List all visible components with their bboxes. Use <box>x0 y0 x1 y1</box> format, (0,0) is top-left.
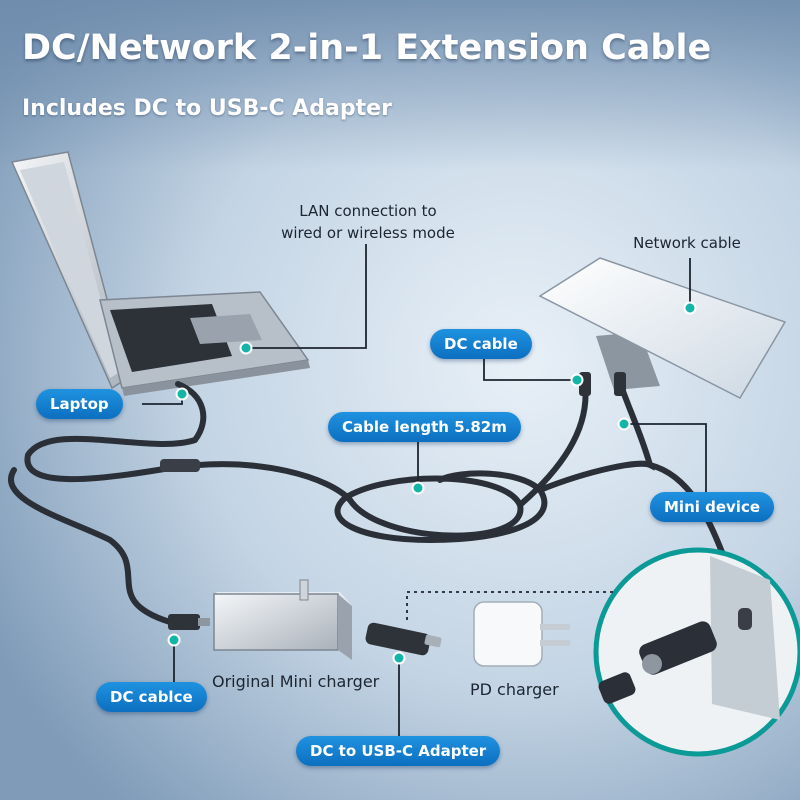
original-charger-caption: Original Mini charger <box>212 672 380 691</box>
zoom-inset <box>593 547 800 757</box>
cable-length-badge: Cable length 5.82m <box>328 412 521 442</box>
dc-cable-bottom-badge: DC cablce <box>96 682 207 712</box>
page-subtitle: Includes DC to USB-C Adapter <box>22 96 392 121</box>
pd-charger-caption: PD charger <box>470 680 559 699</box>
dc-plug <box>168 614 210 630</box>
original-mini-charger-illustration <box>213 579 352 660</box>
callout-lines <box>142 244 707 736</box>
lan-note: LAN connection to wired or wireless mode <box>268 200 468 244</box>
network-cable-note: Network cable <box>633 234 741 252</box>
laptop-badge: Laptop <box>36 389 123 419</box>
page-title: DC/Network 2-in-1 Extension Cable <box>22 28 712 68</box>
lan-note-line-2: wired or wireless mode <box>281 224 455 242</box>
usb-c-adapter-illustration <box>365 622 442 656</box>
laptop-illustration <box>10 151 310 396</box>
extension-cable <box>8 379 728 625</box>
callout-dots <box>167 301 697 665</box>
network-device-illustration <box>538 257 787 399</box>
dc-cable-top-badge: DC cable <box>430 329 532 359</box>
lan-note-line-1: LAN connection to <box>299 202 437 220</box>
mini-device-badge: Mini device <box>650 492 775 522</box>
pd-charger-illustration <box>473 601 570 667</box>
adapter-badge: DC to USB-C Adapter <box>296 736 501 766</box>
